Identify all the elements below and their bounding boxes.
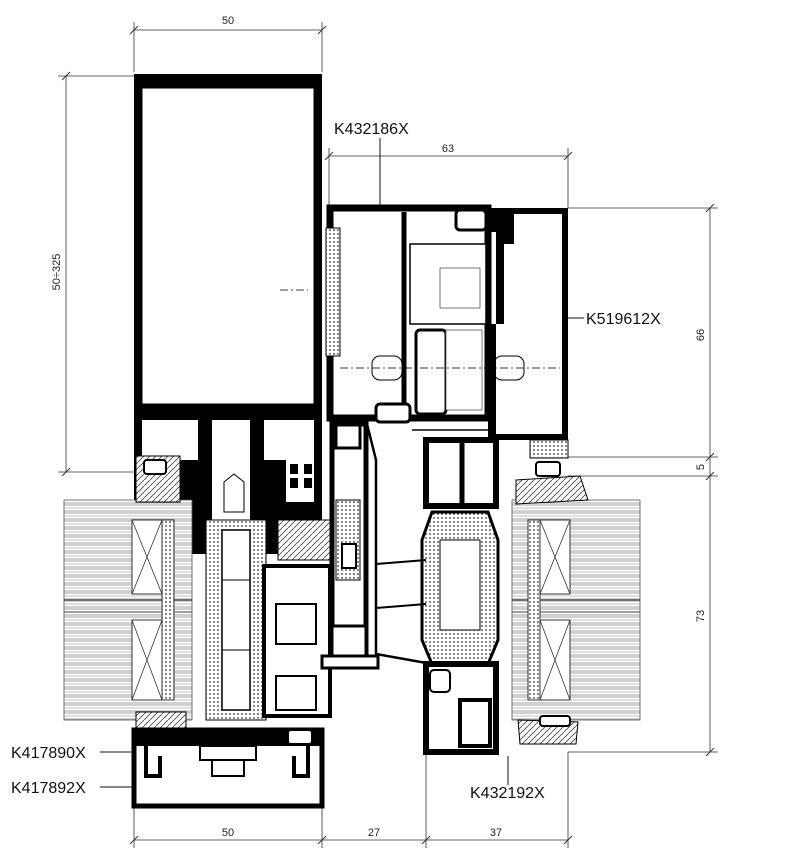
dim-bottom-left: 50 [222,827,234,839]
right-gaskets [515,461,589,745]
left-glazing-unit [63,499,193,721]
dimension-ticks [61,25,715,845]
code-frame-right: K519612X [586,311,661,328]
dim-top-width: 50 [222,15,234,27]
code-sash-top: K432186X [334,121,409,138]
bottom-cover-profile [131,727,325,809]
dimension-lines [58,22,718,848]
right-glazing-unit [511,499,641,721]
dim-bottom-mid: 27 [368,827,380,839]
dim-bottom-right: 37 [490,827,502,839]
dim-sash-width: 63 [442,143,454,155]
lower-sash-profile [420,437,500,755]
code-bottom-profile: K432192X [470,785,545,802]
dim-right-upper: 66 [695,329,707,341]
fixing-bolt [205,473,267,721]
dim-right-gap: 5 [695,464,707,470]
sash-profile [325,204,560,431]
code-gasket-upper: K417890X [11,745,86,762]
code-gasket-lower: K417892X [11,780,86,797]
dim-right-lower: 73 [695,610,707,622]
frame-profile [488,208,569,459]
connector-profile [320,419,433,670]
dim-left-height: 50÷325 [51,254,63,291]
